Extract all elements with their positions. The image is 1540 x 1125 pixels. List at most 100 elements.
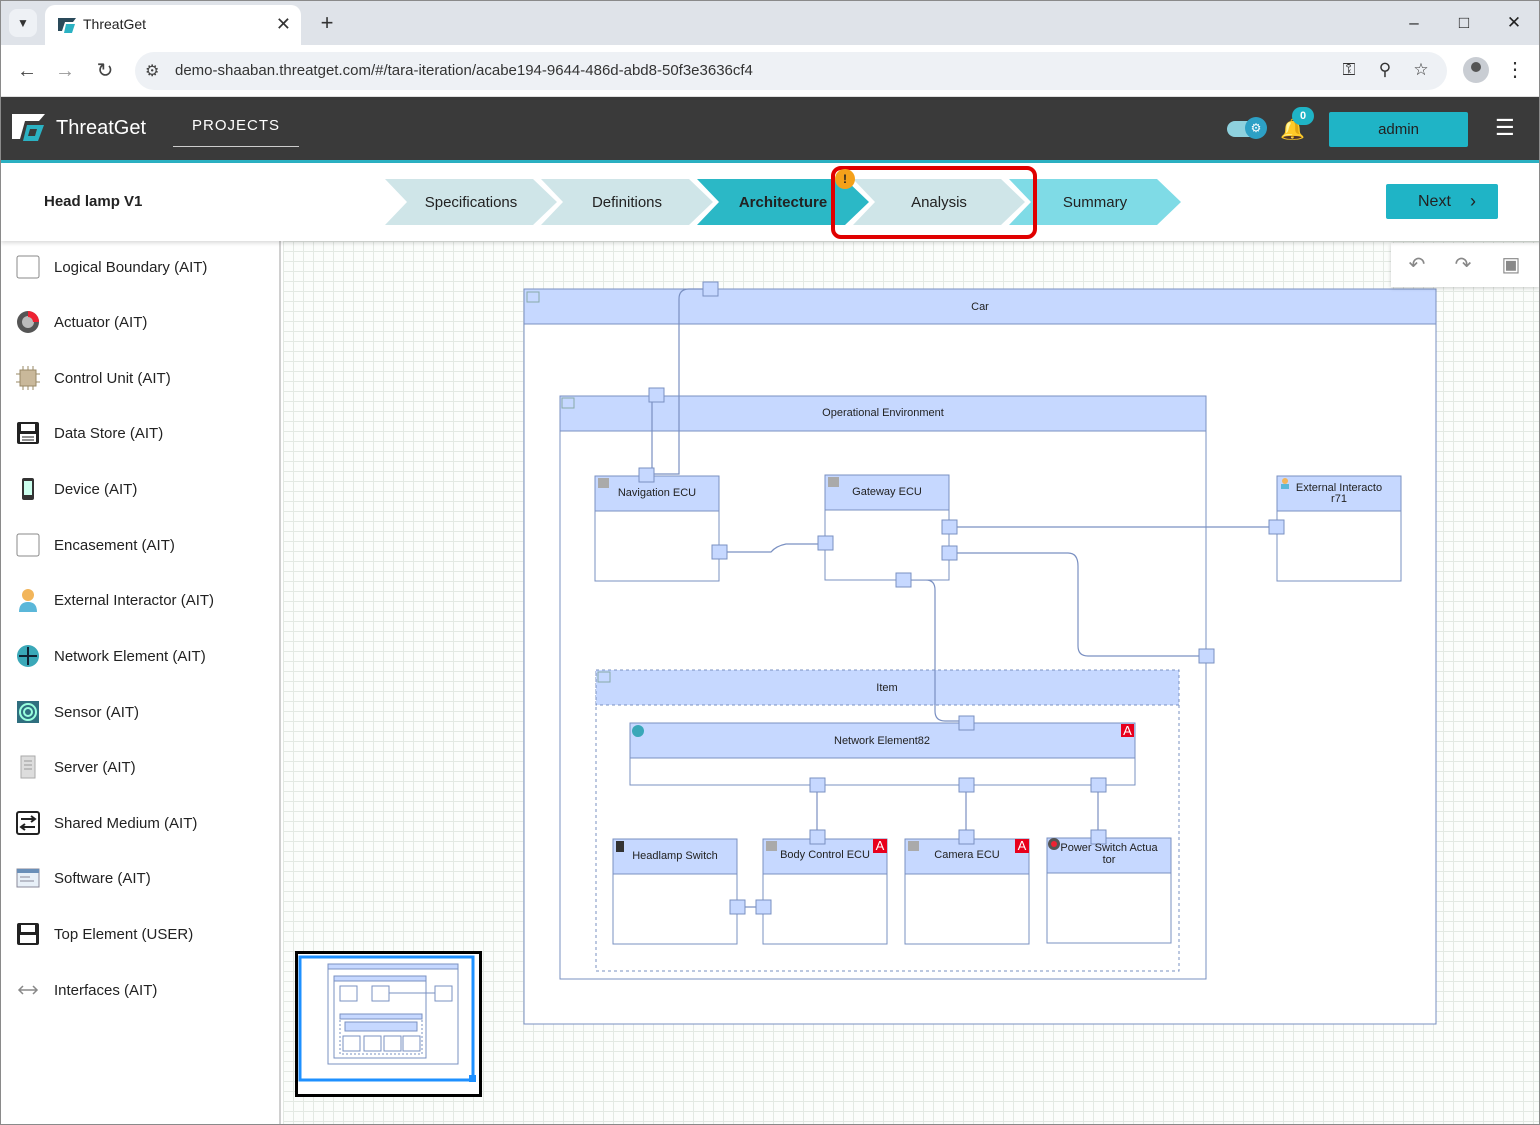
palette-item-label: Actuator (AIT) xyxy=(54,313,148,331)
palette-item-label: Network Element (AIT) xyxy=(54,647,206,665)
actuator-icon xyxy=(15,309,41,335)
browser-toolbar: ← → ↻ ⚙ demo-shaaban.threatget.com/#/tar… xyxy=(1,45,1539,97)
network-element-label: Network Element82 xyxy=(834,735,930,747)
palette-item-label: Sensor (AIT) xyxy=(54,703,140,721)
save-icon[interactable]: ▣ xyxy=(1501,254,1521,276)
profile-avatar-icon[interactable] xyxy=(1463,57,1489,83)
step-label: Summary xyxy=(1062,193,1128,211)
hamburger-menu-icon[interactable]: ☰ xyxy=(1495,115,1515,140)
navigation-ecu-label: Navigation ECU xyxy=(617,487,697,499)
step-label: Definitions xyxy=(591,193,663,211)
app-name: ThreatGet xyxy=(56,117,147,139)
external-interactor-label-line2: r71 xyxy=(1331,493,1347,505)
browser-tab-bar: ▼ ThreatGet ✕ + – □ ✕ xyxy=(1,1,1539,45)
address-url[interactable]: demo-shaaban.threatget.com/#/tara-iterat… xyxy=(175,62,753,79)
palette-item-label: Software (AIT) xyxy=(54,869,151,887)
step-architecture[interactable]: Architecture xyxy=(697,179,869,225)
server-icon xyxy=(15,754,41,780)
palette-item-network-element[interactable]: Network Element (AIT) xyxy=(15,641,275,671)
asset-badge-label: A xyxy=(1123,723,1132,738)
back-icon[interactable]: ← xyxy=(17,60,37,82)
external-interactor-label-line1: External Interacto xyxy=(1295,482,1383,494)
palette-item-label: Interfaces (AIT) xyxy=(54,981,158,999)
asset-badge-label: A xyxy=(875,838,885,853)
reload-icon[interactable]: ↻ xyxy=(96,60,114,82)
browser-menu-icon[interactable]: ⋮ xyxy=(1505,59,1525,81)
interfaces-icon xyxy=(15,977,41,1003)
encasement-icon xyxy=(15,532,41,558)
nav-projects-link[interactable]: PROJECTS xyxy=(173,117,299,147)
control-unit-icon xyxy=(15,365,41,391)
next-button[interactable]: Next › xyxy=(1386,184,1498,219)
project-title: Head lamp V1 xyxy=(44,193,143,210)
palette-item-device[interactable]: Device (AIT) xyxy=(15,474,275,504)
step-definitions[interactable]: Definitions xyxy=(541,179,713,225)
step-specifications[interactable]: Specifications xyxy=(385,179,557,225)
browser-tab[interactable]: ThreatGet ✕ xyxy=(45,5,301,45)
new-tab-icon[interactable]: + xyxy=(320,10,334,35)
minimap-preview xyxy=(298,955,476,1082)
palette-item-top-element[interactable]: Top Element (USER) xyxy=(15,919,275,949)
step-arrow-shape xyxy=(1009,179,1181,225)
body-control-ecu-label: Body Control ECU xyxy=(780,849,870,861)
user-admin-button[interactable]: admin xyxy=(1329,112,1468,147)
minimize-icon[interactable]: – xyxy=(1409,13,1419,32)
sensor-icon xyxy=(15,699,41,725)
boundary-item-label: Item xyxy=(876,682,898,694)
zoom-icon[interactable]: ⚲ xyxy=(1378,60,1392,79)
redo-icon[interactable]: ↷ xyxy=(1454,254,1472,276)
palette-item-control-unit[interactable]: Control Unit (AIT) xyxy=(15,363,275,393)
palette-item-server[interactable]: Server (AIT) xyxy=(15,752,275,782)
site-settings-icon[interactable]: ⚙ xyxy=(145,63,160,80)
palette-item-label: Shared Medium (AIT) xyxy=(54,814,198,832)
palette-item-data-store[interactable]: Data Store (AIT) xyxy=(15,418,275,448)
step-arrow-shape xyxy=(541,179,713,225)
forward-icon[interactable]: → xyxy=(55,60,75,82)
undo-icon[interactable]: ↶ xyxy=(1408,254,1426,276)
password-key-icon[interactable]: ⚿ xyxy=(1342,60,1356,79)
maximize-icon[interactable]: □ xyxy=(1458,13,1470,32)
palette-item-external-interactor[interactable]: External Interactor (AIT) xyxy=(15,585,275,615)
gateway-ecu-label: Gateway ECU xyxy=(852,486,922,498)
tara-stepper-bar: Head lamp V1 Specifications Definitions … xyxy=(1,163,1539,241)
palette-item-shared-medium[interactable]: Shared Medium (AIT) xyxy=(15,808,275,838)
browser-tab-title: ThreatGet xyxy=(83,16,147,32)
boundary-operational-environment-label: Operational Environment xyxy=(822,407,944,419)
theme-toggle-gear-icon[interactable]: ⚙ xyxy=(1245,117,1267,139)
palette-item-label: Device (AIT) xyxy=(54,480,138,498)
palette-item-interfaces[interactable]: Interfaces (AIT) xyxy=(15,975,275,1005)
palette-item-logical-boundary[interactable]: Logical Boundary (AIT) xyxy=(15,252,275,282)
canvas-edit-toolbar: ↶ ↷ ▣ xyxy=(1391,243,1539,287)
power-switch-actuator-label-line1: Power Switch Actua xyxy=(1060,842,1158,854)
diagram-minimap[interactable] xyxy=(295,951,482,1097)
boundary-car-label: Car xyxy=(971,301,989,313)
headlamp-switch-label: Headlamp Switch xyxy=(632,850,718,862)
bookmark-star-icon[interactable]: ☆ xyxy=(1413,60,1429,79)
step-summary[interactable]: Summary xyxy=(1009,179,1181,225)
palette-item-label: Logical Boundary (AIT) xyxy=(54,258,208,276)
step-arrow-shape xyxy=(385,179,557,225)
element-palette: Logical Boundary (AIT) Actuator (AIT) Co… xyxy=(1,241,281,1124)
palette-item-actuator[interactable]: Actuator (AIT) xyxy=(15,307,275,337)
palette-item-label: Server (AIT) xyxy=(54,758,136,776)
palette-item-label: Top Element (USER) xyxy=(54,925,194,943)
external-interactor-icon xyxy=(15,587,41,613)
address-bar[interactable]: ⚙ demo-shaaban.threatget.com/#/tara-iter… xyxy=(135,52,1447,90)
analysis-highlight-annotation xyxy=(831,166,1037,239)
step-label: Specifications xyxy=(424,193,518,211)
analysis-warning-badge: ! xyxy=(835,169,855,189)
threatget-logo-icon xyxy=(12,114,45,141)
palette-item-sensor[interactable]: Sensor (AIT) xyxy=(15,697,275,727)
tab-close-icon[interactable]: ✕ xyxy=(275,14,291,34)
palette-item-software[interactable]: Software (AIT) xyxy=(15,863,275,893)
tab-search-chevron-icon[interactable]: ▼ xyxy=(9,9,37,37)
step-arrow-shape xyxy=(853,179,1025,225)
device-icon xyxy=(15,476,41,502)
palette-item-encasement[interactable]: Encasement (AIT) xyxy=(15,530,275,560)
step-analysis[interactable]: Analysis xyxy=(853,179,1025,225)
software-icon xyxy=(15,865,41,891)
palette-item-label: Encasement (AIT) xyxy=(54,536,175,554)
window-close-icon[interactable]: ✕ xyxy=(1506,13,1522,32)
palette-item-label: External Interactor (AIT) xyxy=(54,591,215,609)
